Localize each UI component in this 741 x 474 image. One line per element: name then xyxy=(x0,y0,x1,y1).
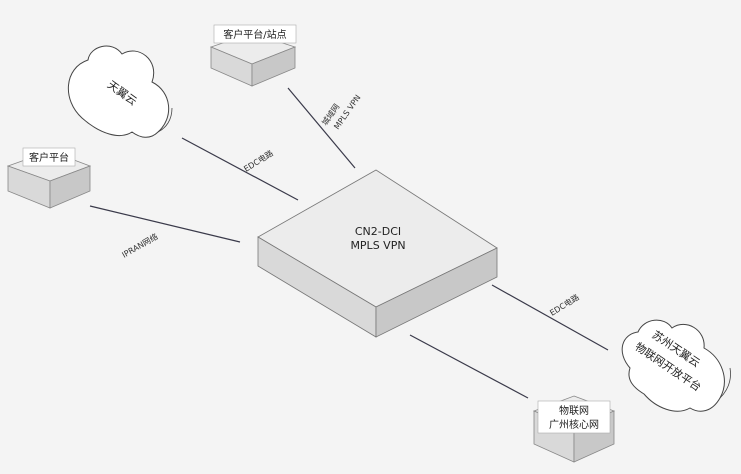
line-core-to-iot xyxy=(409,334,529,399)
tianyi-cloud: 天翼云 xyxy=(68,45,173,138)
iot-core-box: 物联网 广州核心网 xyxy=(532,395,616,463)
customer-site-label: 客户平台/站点 xyxy=(223,28,286,41)
link-label-suzhou: EDC电路 xyxy=(548,292,581,318)
line-core-to-suzhou xyxy=(491,284,609,351)
iot-core-label-1: 物联网 xyxy=(559,404,589,417)
link-label-ipran: IPRAN网络 xyxy=(120,231,160,260)
connection-lines xyxy=(89,87,609,399)
customer-platform-label: 客户平台 xyxy=(29,151,69,164)
iot-core-label-2: 广州核心网 xyxy=(549,418,599,431)
core-platform: CN2-DCI MPLS VPN xyxy=(257,169,498,338)
customer-platform-box: 客户平台 xyxy=(6,147,92,209)
core-label-1: CN2-DCI xyxy=(355,225,401,238)
line-cloud-to-core xyxy=(181,137,299,201)
customer-site-box: 客户平台/站点 xyxy=(209,24,297,87)
line-platform-to-core xyxy=(89,205,241,243)
suzhou-cloud: 苏州天翼云 物联网开放平台 xyxy=(621,319,731,412)
link-label-cloud: EDC电路 xyxy=(242,148,275,174)
line-site-to-core xyxy=(287,87,356,169)
core-label-2: MPLS VPN xyxy=(350,239,405,252)
